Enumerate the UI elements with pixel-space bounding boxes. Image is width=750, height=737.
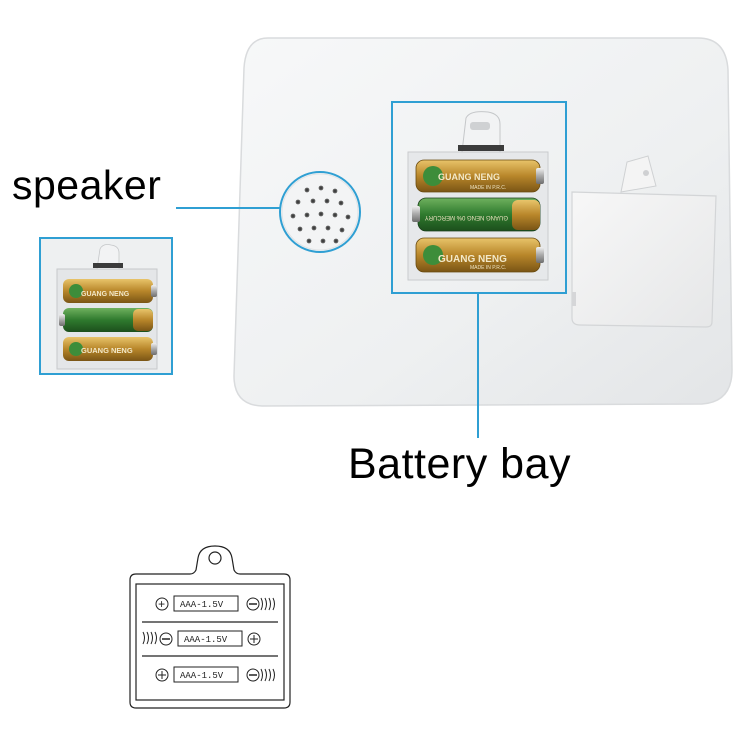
svg-text:GUANG NENG: GUANG NENG — [438, 254, 507, 265]
inset-highlight — [39, 237, 173, 375]
speaker-label: speaker — [12, 162, 162, 208]
speaker-highlight — [279, 171, 361, 253]
diagram-slot-1: + AAA-1.5V — [155, 595, 275, 612]
battery-bay-main: GUANG NENG MADE IN P.R.C. GUANG NENG 0% … — [407, 111, 549, 281]
battery-made-text: MADE IN P.R.C. — [470, 185, 506, 191]
battery-bay-label: Battery bay — [348, 440, 571, 488]
battery-brand-text: GUANG NENG — [438, 172, 500, 182]
plus-symbol: + — [158, 598, 165, 612]
slot-label-3: AAA-1.5V — [180, 671, 224, 681]
svg-text:GUANG NENG: GUANG NENG — [81, 291, 130, 298]
diagram-slot-2: AAA-1.5V — [142, 630, 261, 647]
speaker-grille — [281, 173, 359, 251]
battery-diagram: + AAA-1.5V AAA-1.5V AAA-1.5V — [120, 538, 300, 714]
slot-label-2: AAA-1.5V — [184, 635, 228, 645]
slot-label-1: AAA-1.5V — [180, 600, 224, 610]
svg-text:GUANG NENG: GUANG NENG — [81, 346, 133, 355]
svg-text:GUANG NENG 0% MERCURY: GUANG NENG 0% MERCURY — [425, 214, 508, 220]
svg-text:MADE IN P.R.C.: MADE IN P.R.C. — [470, 265, 506, 271]
diagram-slot-3: AAA-1.5V — [155, 666, 275, 683]
inset-battery-photo: GUANG NENG GUANG NENG — [41, 239, 171, 373]
